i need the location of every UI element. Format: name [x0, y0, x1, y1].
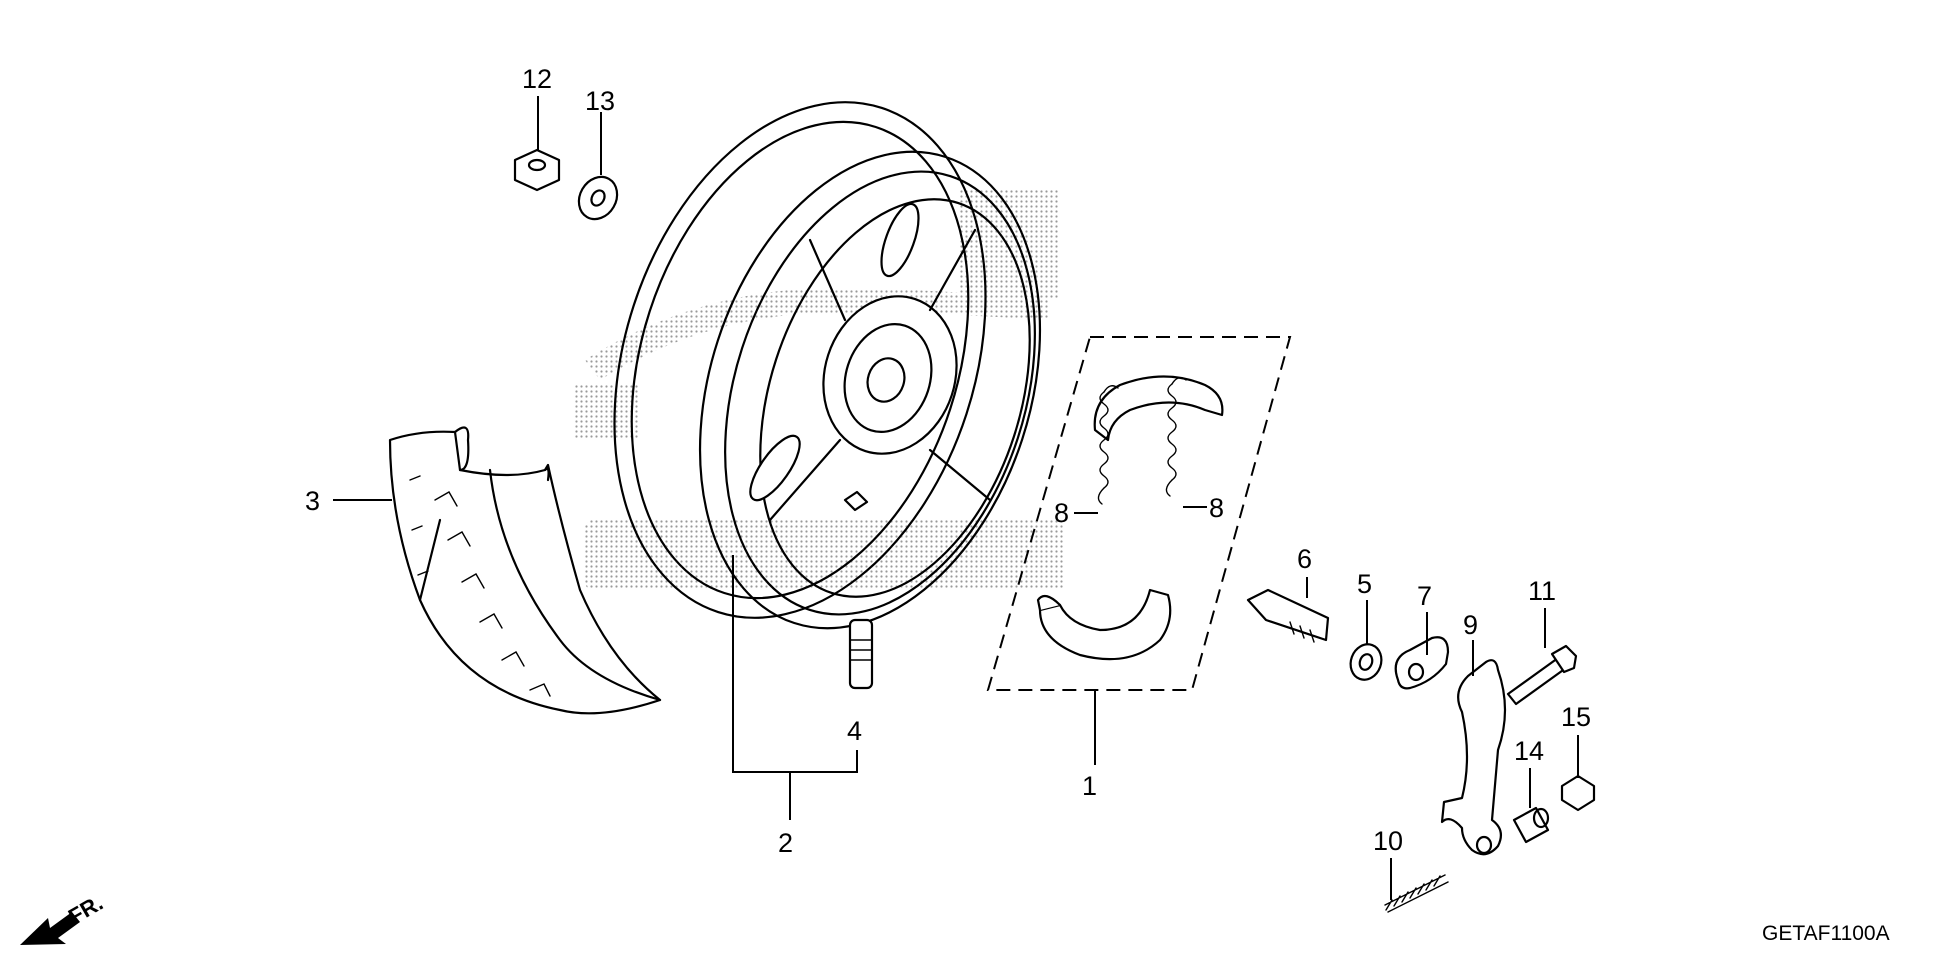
spring-10 [1384, 874, 1449, 913]
nut-15 [1560, 774, 1596, 812]
brake-cam-6 [1246, 588, 1330, 643]
callout-12: 12 [522, 64, 552, 94]
brake-shoe-assembly [986, 336, 1292, 691]
callout-15: 15 [1561, 702, 1591, 732]
valve-stem [848, 618, 874, 690]
callout-13: 13 [585, 86, 615, 116]
collar-14 [1512, 806, 1550, 844]
callout-3: 3 [305, 486, 320, 516]
callout-2: 2 [778, 828, 793, 858]
callout-14: 14 [1514, 736, 1544, 766]
reference-code: GETAF1100A [1762, 922, 1890, 945]
honda-watermark-logo [575, 190, 1065, 590]
callout-11: 11 [1528, 576, 1556, 606]
wear-indicator-plate-7 [1394, 636, 1450, 690]
bolt-11 [1506, 644, 1578, 706]
callout-8-right: 8 [1209, 493, 1224, 523]
callout-numbers: 1 2 3 4 5 6 7 8 8 9 10 11 12 13 14 15 [305, 64, 1591, 858]
callout-6: 6 [1297, 544, 1312, 574]
flange-nut-12 [513, 148, 561, 192]
brake-arm-9 [1440, 659, 1507, 856]
callout-1: 1 [1082, 771, 1097, 801]
front-direction-arrow-icon: FR. [20, 890, 107, 945]
callout-7: 7 [1417, 581, 1432, 611]
callout-9: 9 [1463, 610, 1478, 640]
dust-seal-5 [1349, 643, 1383, 681]
callout-8-left: 8 [1054, 498, 1069, 528]
washer-13 [577, 175, 619, 221]
leader-lines [333, 96, 1579, 900]
wheel-rim [613, 101, 1042, 630]
callout-5: 5 [1357, 569, 1372, 599]
callout-4: 4 [847, 716, 862, 746]
callout-10: 10 [1373, 826, 1403, 856]
tire [388, 426, 662, 715]
